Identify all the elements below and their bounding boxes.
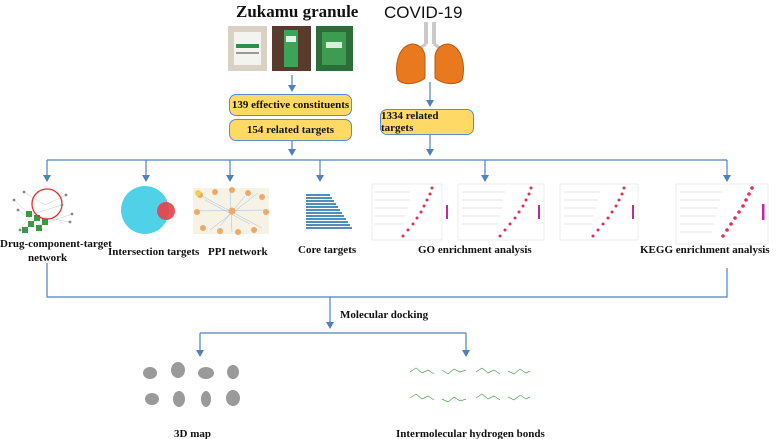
drug-package-photos xyxy=(228,26,353,71)
constituents-box: 139 effective constituents xyxy=(229,94,352,116)
drug-title: Zukamu granule xyxy=(236,2,359,21)
hbonds-label: Intermolecular hydrogen bonds xyxy=(396,428,545,439)
core-targets-bar-thumbnail xyxy=(306,194,352,229)
drug-network-label-line1: Drug-component-target xyxy=(0,238,112,250)
kegg-enrichment-thumbnail xyxy=(675,183,769,245)
disease-targets-box: 1334 related targets xyxy=(380,109,474,135)
ppi-network-thumbnail xyxy=(193,187,269,235)
docking-3d-maps xyxy=(143,362,240,407)
hydrogen-bond-maps xyxy=(409,367,531,403)
venn-diagram xyxy=(121,186,175,234)
map3d-label: 3D map xyxy=(174,428,211,439)
kegg-label: KEGG enrichment analysis xyxy=(640,244,770,256)
drug-network-label-line2: network xyxy=(28,252,68,264)
disease-title: COVID-19 xyxy=(384,3,463,22)
intersection-label: Intersection targets xyxy=(108,246,200,258)
go-enrichment-thumbnails xyxy=(371,183,639,241)
ppi-label: PPI network xyxy=(208,246,268,258)
lung-icon xyxy=(396,22,464,85)
drug-targets-box: 154 related targets xyxy=(229,119,352,141)
go-label: GO enrichment analysis xyxy=(418,244,532,256)
drug-network-thumbnail xyxy=(12,188,74,233)
core-label: Core targets xyxy=(298,244,357,256)
docking-title: Molecular docking xyxy=(340,309,429,321)
merge-line xyxy=(46,263,728,298)
